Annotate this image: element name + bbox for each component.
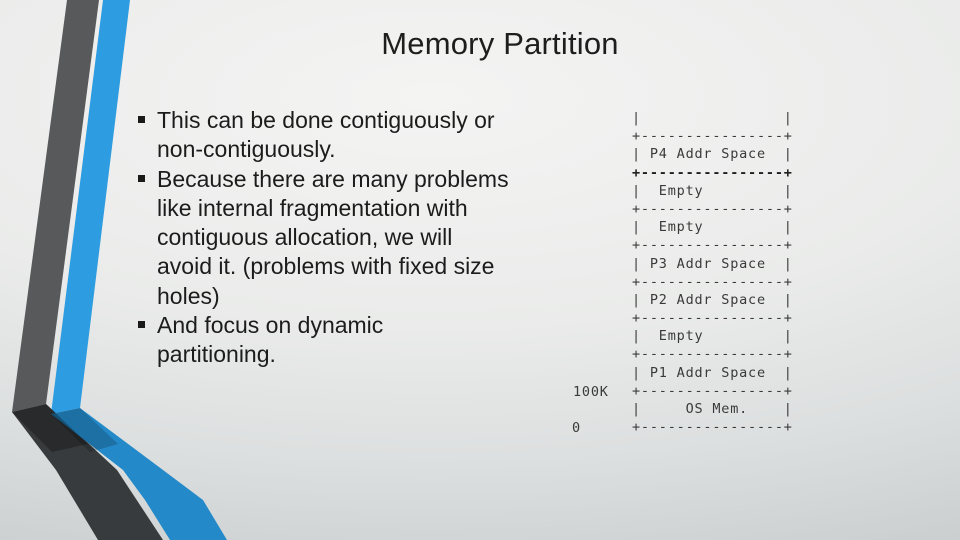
list-item: Because there are many problems like int… [138,165,568,311]
diagram-line: +----------------+ [632,164,793,181]
diagram-line: +----------------+ [632,346,793,363]
list-item: And focus on dynamic partitioning. [138,311,568,370]
memory-diagram: | |+----------------+| P4 Addr Space |+-… [632,109,793,436]
diagram-line: | P3 Addr Space | [632,255,793,272]
list-item: This can be done contiguously or non-con… [138,106,568,165]
bullet-list: This can be done contiguously or non-con… [138,106,568,370]
ribbon-gray-fold-shade [12,404,88,452]
diagram-line: +----------------+ [632,200,793,217]
ribbon-blue-lower-stripe [51,408,227,540]
diagram-line: | Empty | [632,219,793,236]
diagram-line: +----------------+ [632,310,793,327]
diagram-line: | P2 Addr Space | [632,291,793,308]
ribbon-gray-upper-stripe [12,0,99,412]
bullet-text: This can be done contiguously or non-con… [157,107,495,163]
diagram-line: | Empty | [632,328,793,345]
axis-label-0: 0 [572,420,581,436]
diagram-line: | Empty | [632,182,793,199]
diagram-line: +----------------+ [632,273,793,290]
diagram-line: +----------------+ [632,128,793,145]
diagram-line: +----------------+ [632,419,793,436]
ribbon-blue-upper-stripe [51,0,130,414]
bullet-square-icon [138,174,145,182]
axis-label-100k: 100K [573,384,609,400]
diagram-line: +----------------+ [632,382,793,399]
diagram-line: | | [632,110,793,126]
bullet-square-icon [138,321,145,329]
diagram-line: | P1 Addr Space | [632,364,793,381]
ribbon-gray-lower-stripe [12,404,163,540]
diagram-line: | P4 Addr Space | [632,146,793,163]
diagram-line: +----------------+ [632,237,793,254]
bullet-text: Because there are many problems like int… [157,165,509,309]
diagram-line: | OS Mem. | [632,401,793,417]
bullet-text: And focus on dynamic partitioning. [157,312,384,368]
ribbon-blue-fold-shade [51,408,118,452]
bullet-square-icon [138,116,145,123]
slide-title: Memory Partition [381,26,619,61]
